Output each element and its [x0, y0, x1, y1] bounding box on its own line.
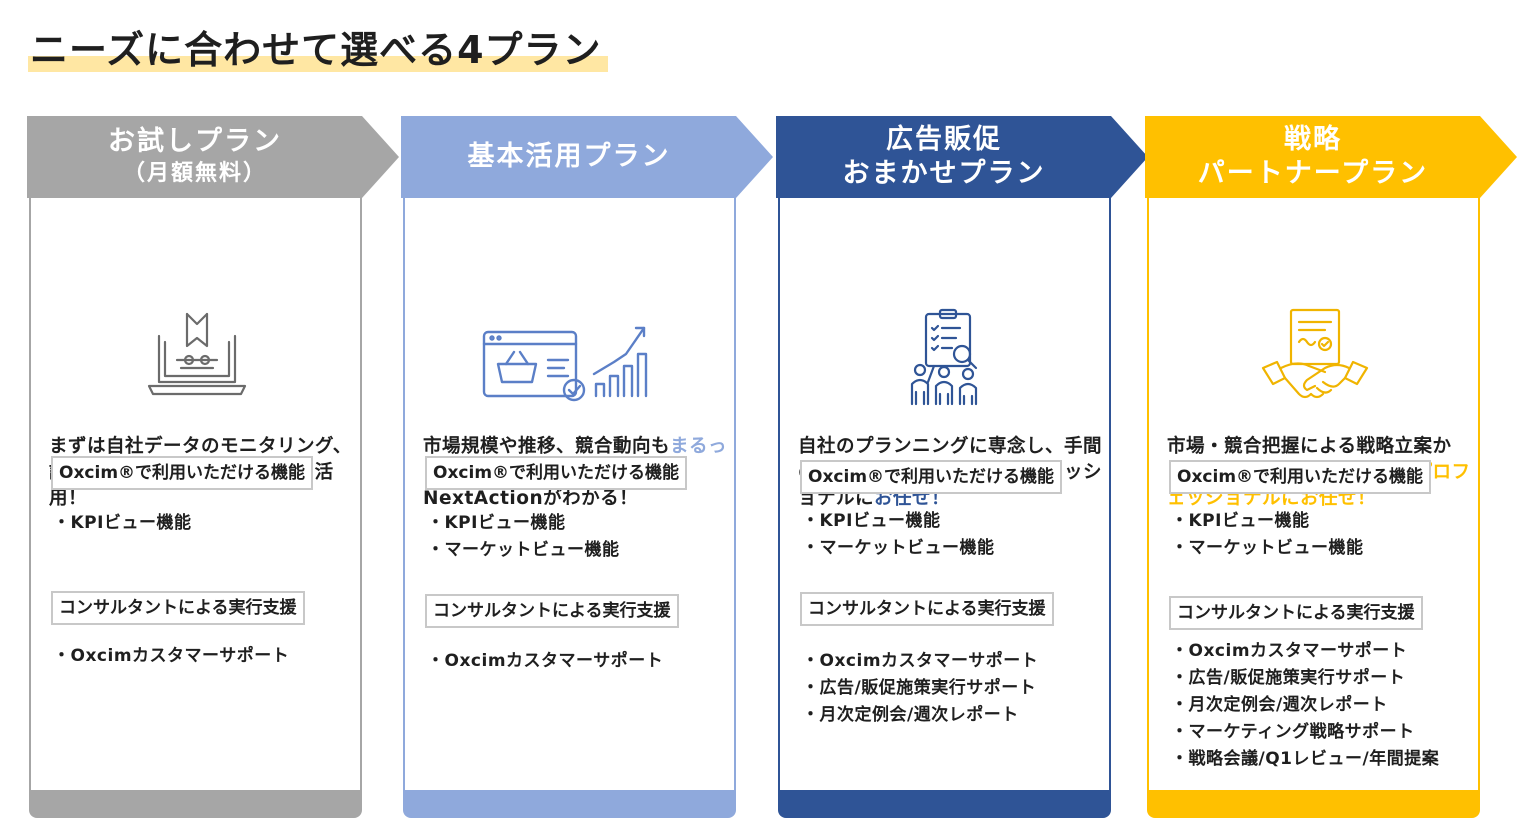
list-item: ・月次定例会/週次レポート: [802, 705, 1019, 725]
plan-title: お試しプラン: [108, 126, 282, 157]
list-item: ・KPIビュー機能: [427, 513, 566, 533]
plan-card-trial: お試しプラン （月額無料） まずは自社データのモニタリング、課題分析ができる機能…: [27, 116, 399, 818]
support-list: ・Oxcimカスタマーサポート ・広告/販促施策実行サポート ・月次定例会/週次…: [1171, 638, 1439, 773]
list-item: ・広告/販促施策実行サポート: [802, 678, 1037, 698]
list-item: ・広告/販促施策実行サポート: [1171, 668, 1406, 688]
ecommerce-growth-icon: [482, 326, 648, 402]
features-label: Oxcim®で利用いただける機能: [800, 460, 1063, 494]
feature-list: ・KPIビュー機能 ・マーケットビュー機能: [802, 508, 995, 562]
plan-body: 自社のプランニングに専念し、手間のかかる実行部分は、プロフェッショナルにお任せ！…: [778, 198, 1111, 802]
handshake-contract-icon: [1261, 308, 1369, 399]
plan-footer-bar: [403, 790, 736, 818]
list-item: ・Oxcimカスタマーサポート: [1171, 641, 1408, 661]
support-list: ・Oxcimカスタマーサポート: [427, 648, 663, 675]
support-label: コンサルタントによる実行支援: [800, 592, 1054, 626]
plan-subtitle: おまかせプラン: [842, 158, 1046, 189]
plan-body: まずは自社データのモニタリング、課題分析ができる機能をお試し活用！ Oxcim®…: [29, 198, 362, 802]
support-label: コンサルタントによる実行支援: [1169, 596, 1423, 630]
list-item: ・マーケットビュー機能: [1171, 538, 1364, 558]
plan-footer-bar: [1147, 790, 1480, 818]
plan-title: 基本活用プラン: [467, 141, 671, 172]
list-item: ・マーケットビュー機能: [427, 540, 620, 560]
feature-list: ・KPIビュー機能: [53, 510, 191, 537]
plan-footer-bar: [29, 790, 362, 818]
description-text: 市場規模や推移、競合動向も: [423, 436, 671, 457]
plan-header: 戦略 パートナープラン: [1145, 116, 1517, 198]
plan-card-ad-promotion: 広告販促 おまかせプラン 自社のプランニングに専念し、手間のかかる実行部分は、プ…: [776, 116, 1148, 818]
team-checklist-icon: [910, 308, 978, 406]
list-item: ・月次定例会/週次レポート: [1171, 695, 1388, 715]
feature-list: ・KPIビュー機能 ・マーケットビュー機能: [1171, 508, 1364, 562]
list-item: ・戦略会議/Q1レビュー/年間提案: [1171, 749, 1440, 769]
plan-header: 広告販促 おまかせプラン: [776, 116, 1148, 198]
support-label: コンサルタントによる実行支援: [51, 591, 305, 625]
list-item: ・KPIビュー機能: [53, 513, 192, 533]
plan-title: 広告販促: [886, 124, 1002, 155]
list-item: ・マーケットビュー機能: [802, 538, 995, 558]
list-item: ・Oxcimカスタマーサポート: [802, 651, 1039, 671]
list-item: ・Oxcimカスタマーサポート: [53, 646, 290, 666]
features-label: Oxcim®で利用いただける機能: [51, 456, 314, 490]
plan-card-basic: 基本活用プラン 市場規模や推移、競合動向もまるっと把握でき、売上拡大のNextA…: [401, 116, 773, 818]
laptop-bookmark-icon: [147, 312, 247, 396]
plan-footer-bar: [778, 790, 1111, 818]
list-item: ・マーケティング戦略サポート: [1171, 722, 1415, 742]
list-item: ・KPIビュー機能: [1171, 511, 1310, 531]
support-list: ・Oxcimカスタマーサポート: [53, 643, 289, 670]
support-list: ・Oxcimカスタマーサポート ・広告/販促施策実行サポート ・月次定例会/週次…: [802, 648, 1038, 729]
feature-list: ・KPIビュー機能 ・マーケットビュー機能: [427, 510, 620, 564]
plan-header: お試しプラン （月額無料）: [27, 116, 399, 198]
list-item: ・KPIビュー機能: [802, 511, 941, 531]
plan-subtitle: パートナープラン: [1197, 158, 1429, 189]
features-label: Oxcim®で利用いただける機能: [425, 456, 688, 490]
plan-header: 基本活用プラン: [401, 116, 773, 198]
plan-card-strategy-partner: 戦略 パートナープラン 市場・競合把握による戦略立案から、実行に至るまで一貫して…: [1145, 116, 1517, 818]
support-label: コンサルタントによる実行支援: [425, 594, 679, 628]
plan-body: 市場規模や推移、競合動向もまるっと把握でき、売上拡大のNextActionがわか…: [403, 198, 736, 802]
plan-subtitle: （月額無料）: [122, 161, 267, 186]
list-item: ・Oxcimカスタマーサポート: [427, 651, 664, 671]
plan-title: 戦略: [1284, 124, 1342, 155]
page-title: ニーズに合わせて選べる4プラン: [28, 24, 608, 76]
plan-body: 市場・競合把握による戦略立案から、実行に至るまで一貫してプロフェッショナルにお任…: [1147, 198, 1480, 802]
features-label: Oxcim®で利用いただける機能: [1169, 460, 1432, 494]
